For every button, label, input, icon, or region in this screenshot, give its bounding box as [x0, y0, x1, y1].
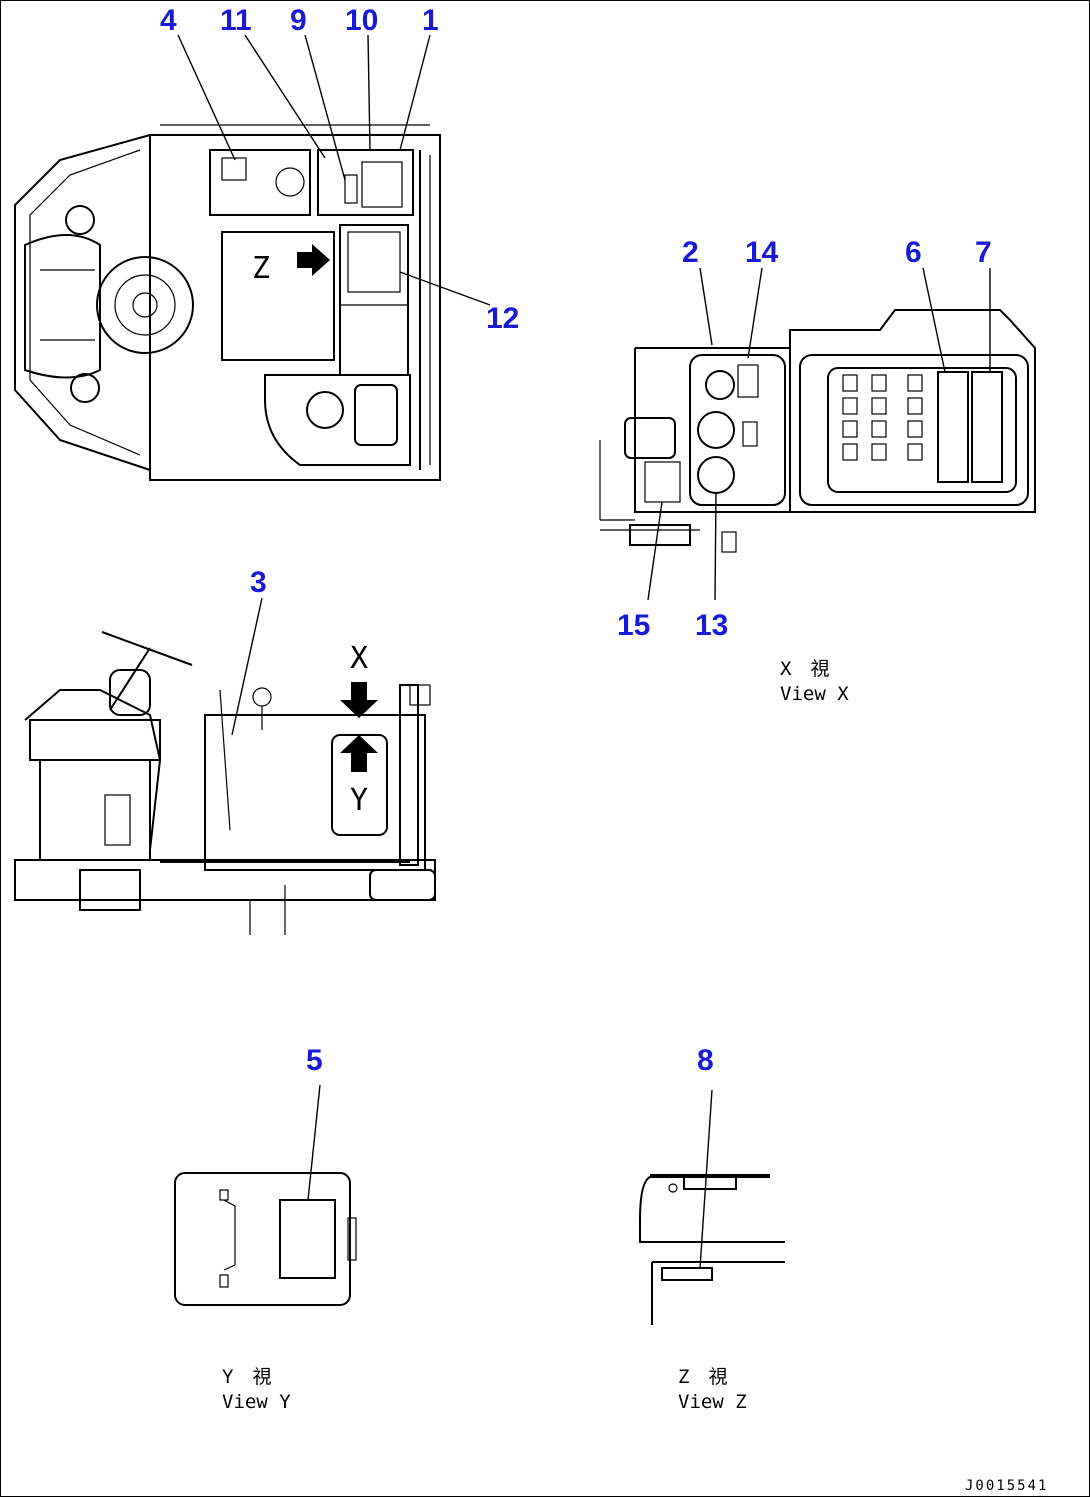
- view-marker-x: X: [350, 641, 368, 676]
- callout-4: 4: [160, 4, 177, 37]
- view-y-arrow-icon: [340, 735, 378, 772]
- view-x-arrow-icon: [340, 682, 378, 718]
- fuse-grid: [842, 374, 923, 461]
- callout-13: 13: [695, 609, 728, 642]
- callout-10: 10: [345, 4, 378, 37]
- callout-6: 6: [905, 236, 922, 269]
- view-markers-side: X Y: [340, 641, 378, 818]
- view-z-caption-en: View Z: [678, 1391, 747, 1413]
- cab-top-view: Z: [14, 124, 441, 481]
- view-y-caption-jp: Y 視: [222, 1366, 271, 1388]
- callout-8: 8: [697, 1044, 714, 1077]
- view-marker-z: Z: [252, 251, 270, 286]
- callout-7: 7: [975, 236, 992, 269]
- callout-15: 15: [617, 609, 650, 642]
- callout-1: 1: [422, 4, 439, 37]
- callout-11: 11: [220, 4, 252, 37]
- view-marker-y: Y: [350, 783, 368, 818]
- view-z-caption-jp: Z 視: [678, 1366, 727, 1388]
- callout-5: 5: [306, 1044, 323, 1077]
- document-number: J0015541: [965, 1478, 1048, 1494]
- view-x-caption-en: View X: [780, 683, 849, 705]
- leaders-view-x: [647, 267, 991, 601]
- callout-3: 3: [250, 566, 267, 599]
- callout-12: 12: [486, 302, 519, 335]
- view-z-panel: [639, 1174, 785, 1325]
- view-z-arrow-icon: [297, 244, 330, 276]
- leaders-top-view: [177, 34, 491, 306]
- cab-side-view: [14, 631, 436, 935]
- view-y-caption-en: View Y: [222, 1391, 291, 1413]
- callout-2: 2: [682, 236, 699, 269]
- view-y-panel: [174, 1172, 357, 1306]
- view-x-panel: [599, 309, 1036, 553]
- callout-14: 14: [745, 236, 779, 269]
- callout-9: 9: [290, 4, 307, 37]
- view-x-caption-jp: X 視: [780, 658, 829, 680]
